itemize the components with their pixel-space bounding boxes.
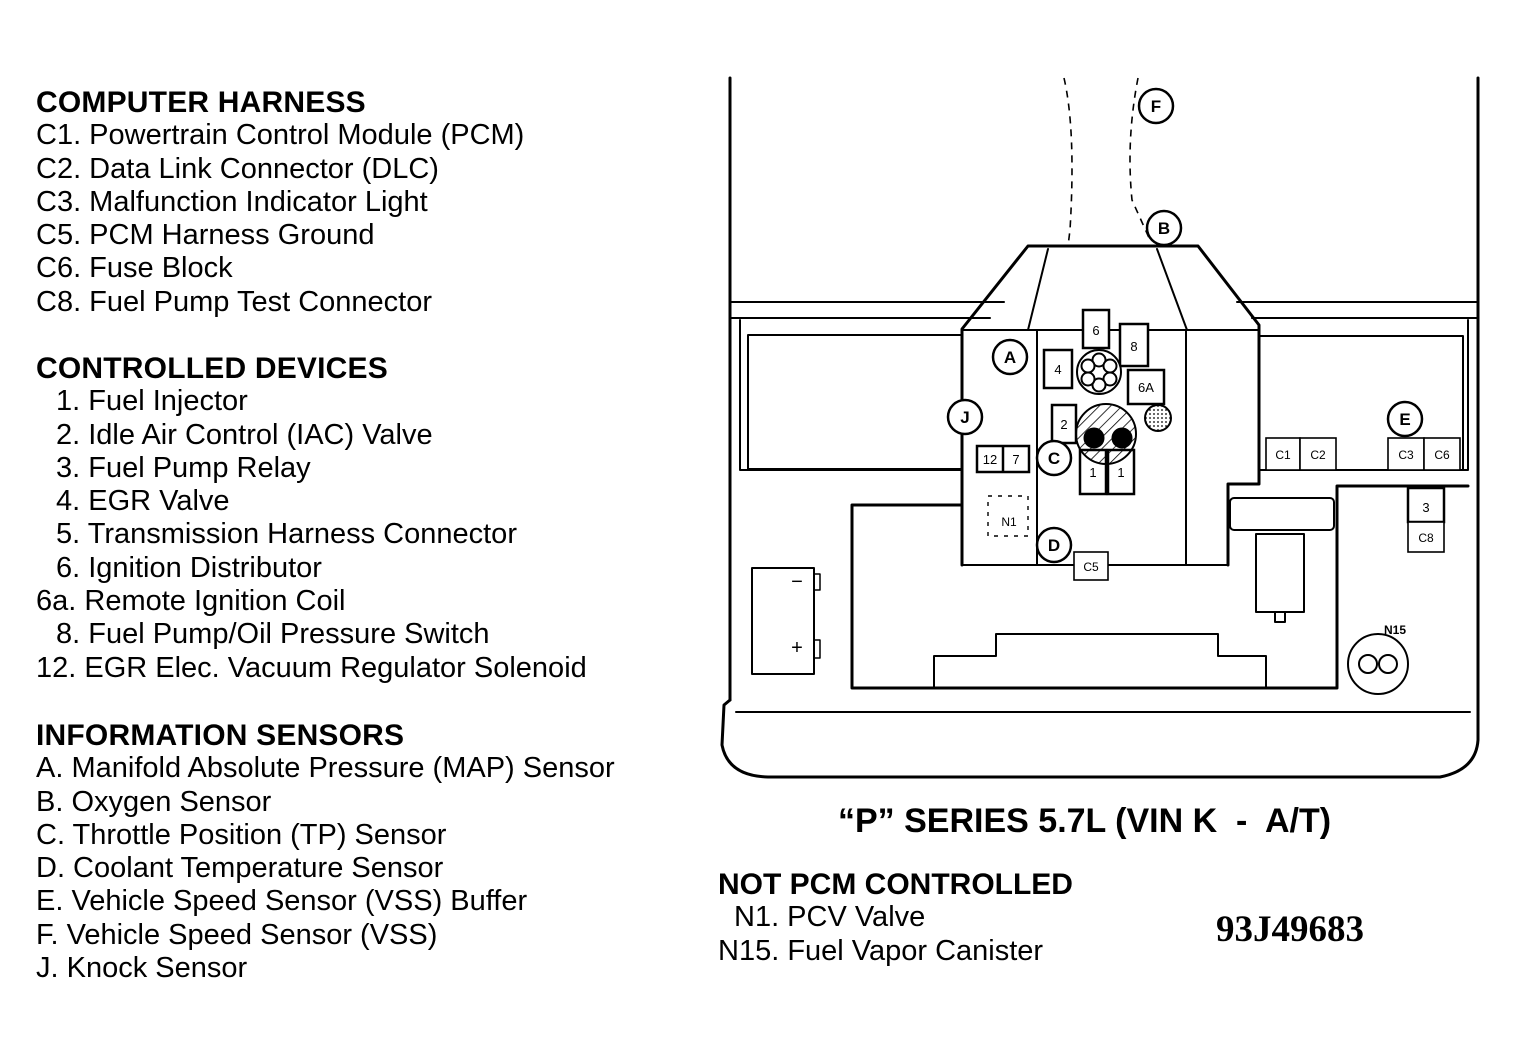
legend-item-n15: N15. Fuel Vapor Canister [718, 934, 1044, 967]
sensor-e-label: E [1399, 410, 1410, 429]
fuel-vapor-canister [1347, 633, 1409, 695]
not-pcm-controlled-heading: NOT PCM CONTROLLED [718, 868, 1073, 901]
diagram-title: “P” SERIES 5.7L (VIN K - A/T) [838, 802, 1332, 840]
throttle-bore-right [1111, 427, 1133, 449]
legend-item-6a: 6a. Remote Ignition Coil [36, 585, 346, 618]
device-7-label: 7 [1012, 452, 1019, 467]
front-bumper [720, 698, 1480, 779]
ignition-coil-dot [1144, 404, 1172, 432]
legend-item-f: F. Vehicle Speed Sensor (VSS) [36, 918, 438, 951]
battery-negative-label: − [791, 571, 803, 593]
conn-c5-label: C5 [1083, 560, 1099, 574]
conn-c6-label: C6 [1434, 448, 1450, 462]
sensor-c-label: C [1048, 449, 1060, 468]
legend-item-6: 6. Ignition Distributor [56, 551, 322, 584]
device-4-label: 4 [1054, 362, 1061, 377]
conn-c3-label: C3 [1398, 448, 1414, 462]
legend-item-8: 8. Fuel Pump/Oil Pressure Switch [56, 618, 490, 651]
chassis-outline [850, 484, 1470, 690]
device-8-label: 8 [1130, 339, 1137, 354]
connector-c8 [1407, 521, 1445, 553]
device-3-label: 3 [1422, 500, 1429, 515]
sensor-f-marker [1137, 87, 1175, 125]
legend-item-c5: C5. PCM Harness Ground [36, 219, 375, 252]
device-6-label: 6 [1092, 323, 1099, 338]
sensor-a-label: A [1004, 348, 1016, 367]
throttle-bore-left [1083, 427, 1105, 449]
computer-harness-heading: COMPUTER HARNESS [36, 86, 366, 119]
legend-item-5: 5. Transmission Harness Connector [56, 518, 517, 551]
sensor-d-marker [1035, 526, 1073, 564]
legend-item-d: D. Coolant Temperature Sensor [36, 852, 444, 885]
controlled-devices-heading: CONTROLLED DEVICES [36, 352, 388, 385]
legend-item-c: C. Throttle Position (TP) Sensor [36, 818, 447, 851]
fuel-pump-module [1255, 533, 1305, 613]
n15-label: N15 [1384, 623, 1406, 637]
pcv-valve-outline [987, 495, 1029, 537]
connector-c3 [1387, 437, 1425, 471]
legend-item-1: 1. Fuel Injector [56, 385, 248, 418]
radiator-support [933, 633, 1267, 689]
conn-c1-label: C1 [1275, 448, 1291, 462]
device-6a-box [1126, 368, 1166, 406]
battery [751, 567, 815, 675]
sensor-b-marker [1145, 209, 1183, 247]
engine-block-outline [960, 244, 1261, 567]
n1-label: N1 [1001, 515, 1017, 529]
legend-item-a: A. Manifold Absolute Pressure (MAP) Sens… [36, 752, 615, 785]
device-6a-label: 6A [1138, 380, 1154, 395]
legend-item-12: 12. EGR Elec. Vacuum Regulator Solenoid [36, 651, 587, 684]
device-2-box [1050, 403, 1078, 445]
connector-c2 [1299, 437, 1337, 471]
legend-item-n1: N1. PCV Valve [734, 901, 926, 934]
figure-code: 93J49683 [1216, 909, 1364, 950]
vss-cable-left [1063, 77, 1073, 247]
device-1a-label: 1 [1089, 465, 1096, 480]
legend-item-c3: C3. Malfunction Indicator Light [36, 185, 428, 218]
transmission-mount [1229, 497, 1335, 531]
connector-c6 [1423, 437, 1461, 471]
sensor-j-marker [946, 398, 984, 436]
computer-harness-legend: COMPUTER HARNESS C1. Powertrain Control … [36, 86, 524, 319]
device-2-label: 2 [1060, 417, 1067, 432]
legend-item-3: 3. Fuel Pump Relay [56, 451, 311, 484]
sensor-a-marker [991, 338, 1029, 376]
conn-c2-label: C2 [1310, 448, 1326, 462]
information-sensors-heading: INFORMATION SENSORS [36, 719, 405, 752]
sensor-j-label: J [960, 408, 969, 427]
device-1b-label: 1 [1117, 465, 1124, 480]
controlled-devices-legend: CONTROLLED DEVICES 1. Fuel Injector 2. I… [36, 352, 587, 685]
legend-item-4: 4. EGR Valve [56, 485, 230, 518]
connector-c5 [1073, 551, 1109, 581]
throttle-body [1075, 403, 1137, 465]
sensor-d-label: D [1048, 536, 1060, 555]
legend-item-c6: C6. Fuse Block [36, 252, 233, 285]
battery-positive-label: + [791, 637, 803, 659]
not-pcm-controlled-legend: NOT PCM CONTROLLED N1. PCV Valve N15. Fu… [718, 868, 1073, 968]
legend-item-e: E. Vehicle Speed Sensor (VSS) Buffer [36, 885, 528, 918]
legend-item-b: B. Oxygen Sensor [36, 785, 272, 818]
ignition-distributor [1076, 349, 1122, 395]
device-4-box [1042, 348, 1074, 390]
sensor-c-marker [1035, 439, 1073, 477]
sensor-f-label: F [1151, 97, 1161, 116]
legend-item-2: 2. Idle Air Control (IAC) Valve [56, 418, 433, 451]
device-8-box [1118, 322, 1150, 368]
sensor-e-marker [1386, 400, 1424, 438]
legend-item-c2: C2. Data Link Connector (DLC) [36, 152, 439, 185]
information-sensors-legend: INFORMATION SENSORS A. Manifold Absolute… [36, 719, 615, 985]
legend-item-j: J. Knock Sensor [36, 952, 248, 985]
conn-c8-label: C8 [1418, 531, 1434, 545]
left-fender-panel [747, 334, 963, 470]
sensor-b-label: B [1158, 219, 1170, 238]
legend-item-c8: C8. Fuel Pump Test Connector [36, 285, 432, 318]
device-12-label: 12 [983, 452, 997, 467]
legend-item-c1: C1. Powertrain Control Module (PCM) [36, 119, 525, 152]
connector-c1 [1265, 437, 1301, 471]
device-6-box [1081, 308, 1111, 350]
vss-cable-right [1129, 77, 1151, 241]
